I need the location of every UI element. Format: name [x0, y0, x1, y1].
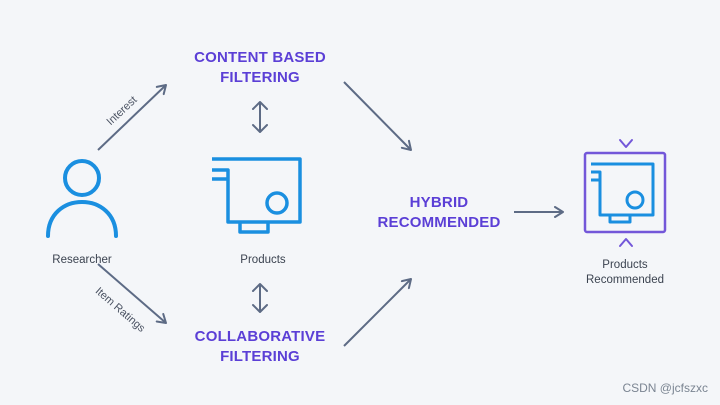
products-label: Products	[240, 254, 286, 266]
content-based-filtering-label: CONTENT BASED FILTERING	[180, 48, 340, 88]
content-based-filtering-line1: CONTENT BASED	[194, 49, 326, 66]
researcher-label: Researcher	[52, 254, 112, 266]
products-recommended-label: Products Recommended	[570, 258, 680, 288]
product-card-icon	[212, 157, 302, 234]
watermark: CSDN @jcfszxc	[622, 381, 708, 395]
double-arrow-icon-top	[252, 101, 268, 133]
recommended-product-icon	[583, 139, 667, 247]
products-recommended-line2: Recommended	[586, 274, 664, 286]
arrow-collab-to-hybrid	[343, 278, 412, 347]
arrow-item-ratings	[97, 263, 167, 324]
arrow-interest	[97, 84, 167, 151]
collaborative-filtering-line1: COLLABORATIVE	[194, 328, 326, 345]
collaborative-filtering-line2: FILTERING	[220, 348, 300, 365]
products-recommended-line1: Products	[602, 259, 648, 271]
hybrid-recommended-label: HYBRID RECOMMENDED	[364, 193, 514, 233]
person-icon	[46, 159, 118, 238]
hybrid-line1: HYBRID	[409, 194, 469, 211]
double-arrow-icon-bottom	[252, 283, 268, 313]
content-based-filtering-line2: FILTERING	[220, 69, 300, 86]
collaborative-filtering-label: COLLABORATIVE FILTERING	[180, 327, 340, 367]
hybrid-line2: RECOMMENDED	[377, 214, 501, 231]
arrow-content-to-hybrid	[343, 81, 412, 151]
